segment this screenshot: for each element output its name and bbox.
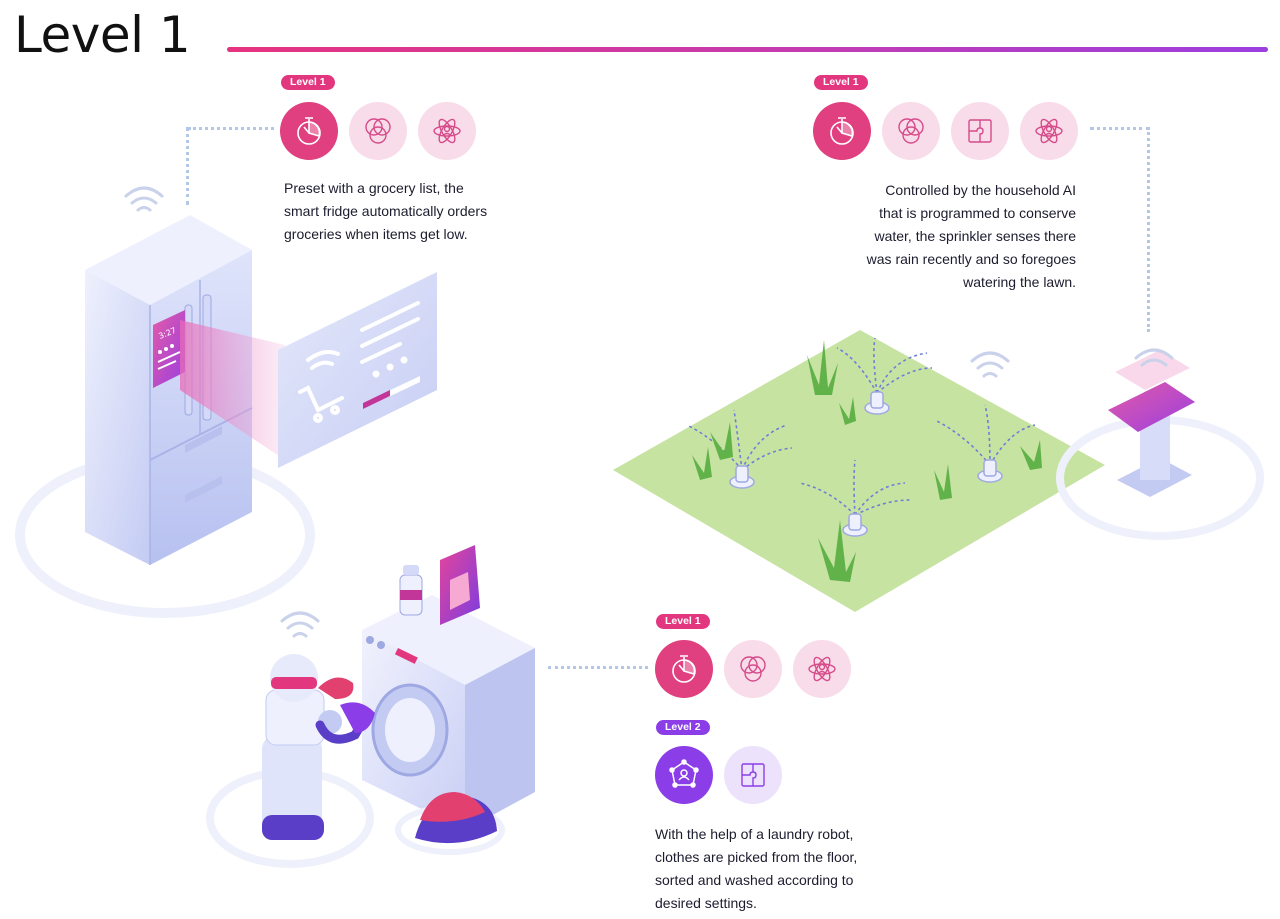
stopwatch-icon [813, 102, 871, 160]
kiosk-wifi-icon [1134, 348, 1174, 367]
laundry-connector-horizontal [548, 666, 648, 669]
detergent-bottle [399, 565, 423, 616]
sprinkler-description-line: Controlled by the household AI [885, 182, 1076, 198]
laundry-description: With the help of a laundry robot, clothe… [655, 823, 915, 915]
fridge-description-line: Preset with a grocery list, the [284, 180, 464, 196]
sprinkler-description: Controlled by the household AI that is p… [816, 179, 1076, 294]
puzzle-icon [724, 746, 782, 804]
fridge-description-line: groceries when items get low. [284, 226, 468, 242]
atom-person-icon [1020, 102, 1078, 160]
stopwatch-icon [655, 640, 713, 698]
lawn [613, 330, 1105, 612]
puzzle-icon [951, 102, 1009, 160]
lawn-wifi-icon [970, 351, 1010, 378]
title-divider [227, 47, 1268, 52]
sprinkler-description-line: watering the lawn. [963, 274, 1076, 290]
fridge-wifi-icon [124, 186, 164, 212]
sprinkler-connector-vertical [1147, 127, 1150, 332]
atom-person-icon [418, 102, 476, 160]
laundry-description-line: sorted and washed according to [655, 872, 854, 888]
laundry-description-line: clothes are picked from the floor, [655, 849, 858, 865]
venn-icon [724, 640, 782, 698]
robot-wifi-icon [280, 611, 320, 638]
venn-icon [349, 102, 407, 160]
detergent-bag [440, 545, 480, 625]
fridge-connector-vertical [186, 127, 189, 205]
network-person-icon [655, 746, 713, 804]
laundry-description-line: With the help of a laundry robot, [655, 826, 854, 842]
ai-controller-kiosk [1108, 350, 1195, 497]
washing-machine [362, 595, 535, 830]
fridge-level-badge: Level 1 [281, 75, 335, 90]
sprinkler-connector-horizontal [1090, 127, 1150, 130]
laundry-level1-badge: Level 1 [656, 614, 710, 629]
laundry-level2-badge: Level 2 [656, 720, 710, 735]
grocery-order-panel [278, 272, 437, 468]
atom-person-icon [793, 640, 851, 698]
stopwatch-icon [280, 102, 338, 160]
sprinkler-heads [729, 391, 1003, 537]
fridge-description: Preset with a grocery list, the smart fr… [284, 177, 544, 246]
fridge-description-line: smart fridge automatically orders [284, 203, 488, 219]
laundry-robot [262, 654, 375, 840]
venn-icon [882, 102, 940, 160]
sprinkler-description-line: was rain recently and so foregoes [866, 251, 1076, 267]
sprinkler-level-badge: Level 1 [814, 75, 868, 90]
laundry-description-line: desired settings. [655, 895, 757, 911]
fridge-projection-beam [180, 320, 285, 460]
laundry-pile [395, 792, 505, 855]
sprinkler-description-line: water, the sprinkler senses there [874, 228, 1076, 244]
grass-tufts [692, 340, 1042, 582]
fridge-connector-horizontal [188, 127, 274, 130]
sprinkler-description-line: that is programmed to conserve [879, 205, 1076, 221]
page-title: Level 1 [14, 6, 191, 64]
